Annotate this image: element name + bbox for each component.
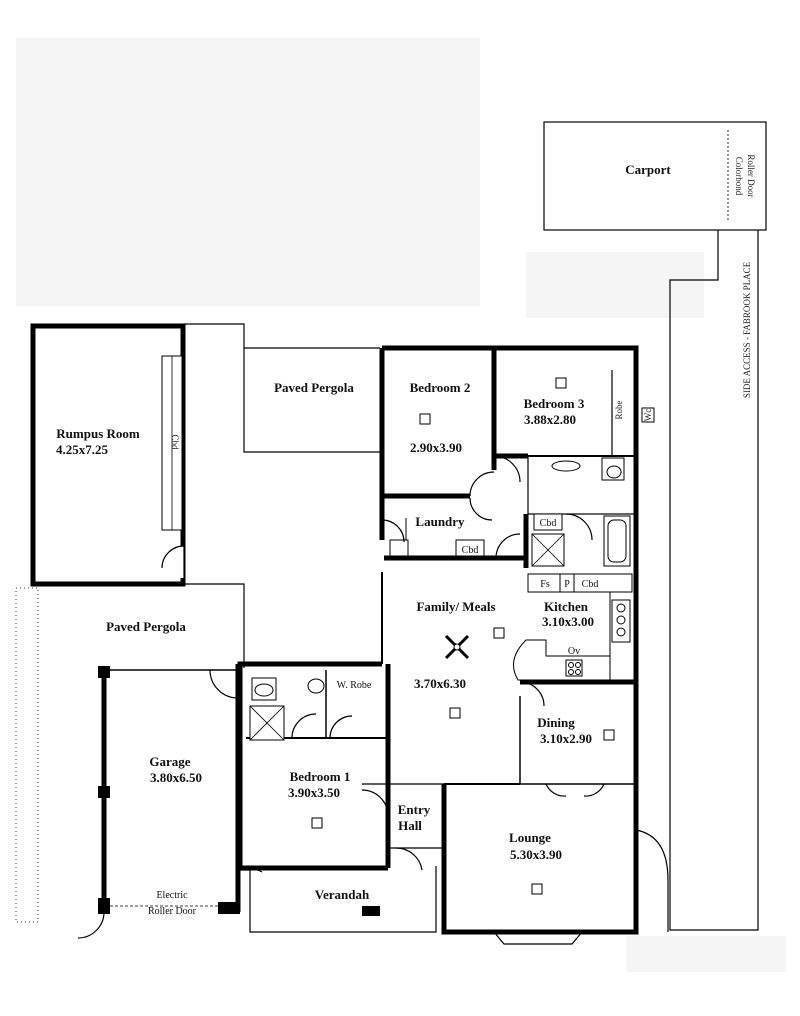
- kitchen-dim: 3.10x3.00: [542, 614, 594, 629]
- kitchen-label: Kitchen: [544, 599, 589, 614]
- carport-label: Carport: [625, 162, 671, 177]
- rumpus-door-swing: [161, 545, 185, 569]
- bedroom1-label: Bedroom 1: [290, 769, 351, 784]
- family-label: Family/ Meals: [416, 599, 495, 614]
- bedroom3-label: Bedroom 3: [524, 396, 585, 411]
- ceiling-fan-icon: [444, 634, 470, 660]
- robe-label: Robe: [614, 400, 624, 419]
- pergola-top-label: Paved Pergola: [274, 380, 354, 395]
- rumpus-walls: [30, 323, 186, 587]
- side-planting: [15, 587, 39, 923]
- family-dim: 3.70x6.30: [414, 676, 466, 691]
- fs-label: Fs: [540, 579, 550, 590]
- dining-dim: 3.10x2.90: [540, 731, 592, 746]
- verandah-outline: [240, 866, 437, 933]
- garage-label: Garage: [149, 754, 190, 769]
- bedroom3-dim: 3.88x2.80: [524, 412, 576, 427]
- electric-door-label-2: Roller Door: [148, 906, 197, 917]
- lounge-label: Lounge: [509, 830, 551, 845]
- hall-label: Hall: [398, 818, 422, 833]
- side-access-boundary: [669, 230, 759, 931]
- blank-block-mid: [526, 252, 704, 318]
- dining-label: Dining: [537, 715, 575, 730]
- entry-label: Entry: [398, 802, 431, 817]
- electric-door-label-1: Electric: [156, 890, 188, 901]
- wrobe-label: W. Robe: [337, 680, 372, 691]
- carport-door-label-2: Roller Door: [746, 154, 756, 197]
- oven-label: Ov: [568, 646, 580, 657]
- laundry-cbd-label: Cbd: [462, 545, 479, 556]
- kitchen-cbd-label: Cbd: [582, 579, 599, 590]
- bedroom2-dim: 2.90x3.90: [410, 440, 462, 455]
- lounge-dim: 5.30x3.90: [510, 847, 562, 862]
- lounge-bay-window: [493, 931, 583, 945]
- bedroom2-label: Bedroom 2: [410, 380, 471, 395]
- laundry-label: Laundry: [415, 514, 465, 529]
- pergola-left-label: Paved Pergola: [106, 619, 186, 634]
- blank-block-bottom: [626, 936, 786, 972]
- ensuite-cbd-label: Cbd: [540, 518, 557, 529]
- verandah-label: Verandah: [315, 887, 370, 902]
- carport-outline: [543, 121, 767, 231]
- pantry-label: P: [564, 579, 570, 590]
- bedroom1-dim: 3.90x3.50: [288, 785, 340, 800]
- blank-block-top: [16, 38, 480, 306]
- kitchen-island: [513, 639, 611, 681]
- rumpus-label: Rumpus Room: [56, 426, 140, 441]
- carport-door-label-1: Colorbond: [734, 157, 744, 196]
- side-access-label: SIDE ACCESS - FABROOK PLACE: [742, 261, 752, 398]
- rumpus-cbd-label: Cbd: [170, 434, 180, 450]
- garage-dim: 3.80x6.50: [150, 770, 202, 785]
- rumpus-dim: 4.25x7.25: [56, 442, 109, 457]
- wc-label: Wc: [643, 409, 653, 422]
